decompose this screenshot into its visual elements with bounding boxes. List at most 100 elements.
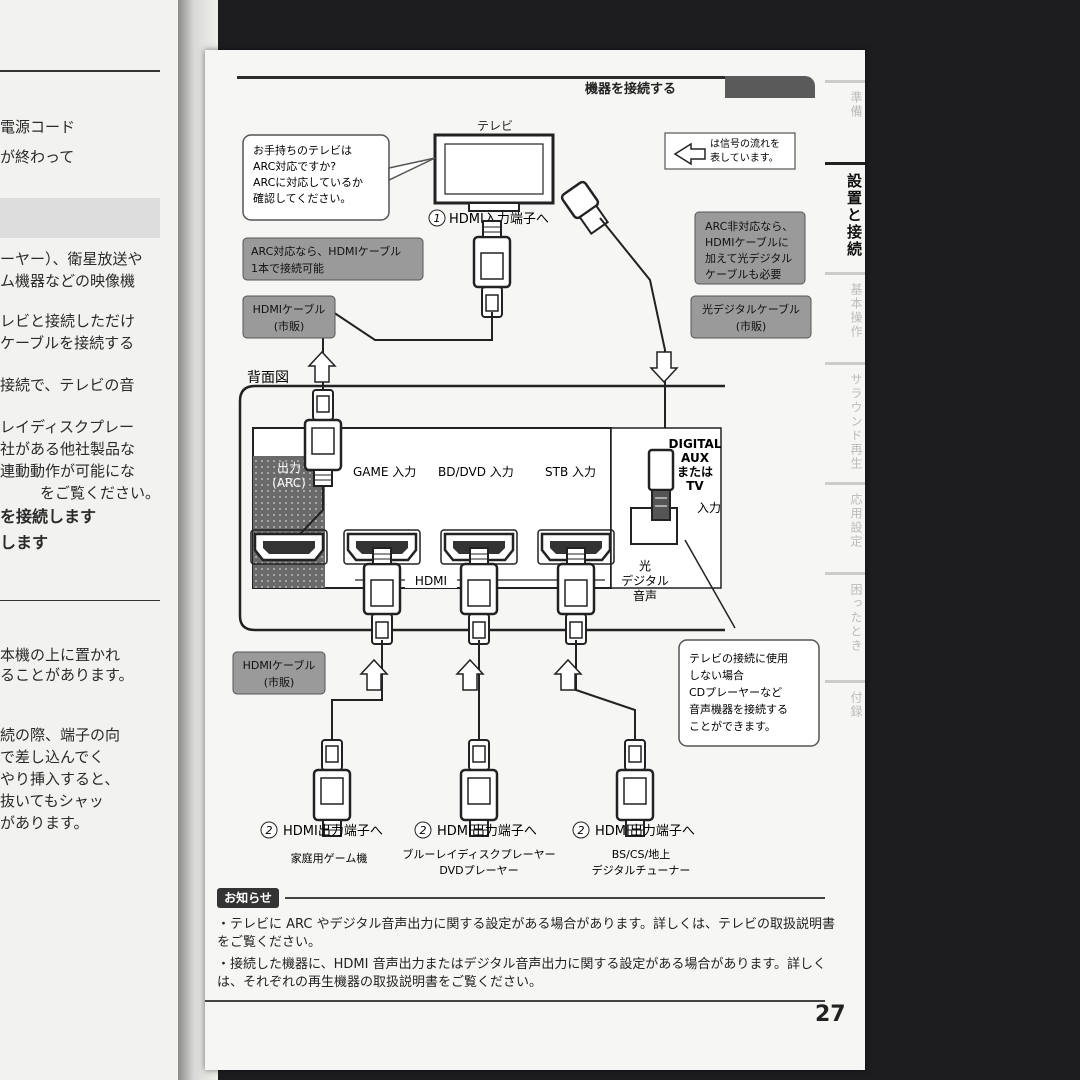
- left-heading: します: [0, 533, 49, 552]
- left-line: ることがあります。: [0, 666, 134, 684]
- left-line: 続の際、端子の向: [0, 726, 121, 744]
- side-tab-basic: 基本操作: [825, 272, 865, 362]
- left-rule-top: [0, 70, 160, 72]
- svg-text:光デジタルケーブル: 光デジタルケーブル: [702, 302, 800, 316]
- step2-label-2: HDMI出力端子へ: [437, 824, 537, 839]
- left-line: をご覧ください。: [40, 484, 161, 502]
- side-tab-advanced: 応用設定: [825, 482, 865, 572]
- svg-text:ことができます。: ことができます。: [689, 719, 776, 733]
- svg-text:テレビの接続に使用: テレビの接続に使用: [689, 651, 788, 665]
- left-line: やり挿入すると、: [0, 770, 120, 788]
- callout-line: ARCに対応しているか: [253, 175, 363, 189]
- note-item: ・テレビに ARC やデジタル音声出力に関する設定がある場合があります。詳しくは…: [217, 917, 836, 950]
- svg-text:デジタル: デジタル: [621, 573, 669, 588]
- callout-line: ARC対応ですか?: [253, 159, 336, 173]
- svg-text:1本で接続可能: 1本で接続可能: [251, 261, 324, 275]
- rear-view-label: 背面図: [247, 370, 289, 386]
- signal-arrow-icon: [673, 142, 706, 166]
- svg-text:お手持ちのテレビは: お手持ちのテレビは: [253, 143, 352, 157]
- step2-label-1: HDMI出力端子へ: [283, 824, 383, 839]
- svg-text:(ARC): (ARC): [272, 476, 306, 490]
- side-tab-appendix: 付録: [825, 680, 865, 760]
- header-tab: [725, 76, 815, 98]
- svg-text:表しています。: 表しています。: [710, 151, 779, 164]
- svg-text:音声機器を接続する: 音声機器を接続する: [689, 702, 788, 716]
- left-line: レビと接続しただけ: [0, 312, 136, 330]
- input-bddvd-label: BD/DVD 入力: [438, 465, 514, 479]
- svg-text:ARC非対応なら、: ARC非対応なら、: [705, 219, 793, 233]
- cd-note: [678, 639, 820, 747]
- left-line: 接続で、テレビの音: [0, 376, 135, 394]
- left-line: 本機の上に置かれ: [0, 646, 121, 664]
- side-tab-surround: サラウンド再生: [825, 362, 865, 482]
- page-number: 27: [815, 1002, 846, 1027]
- rear-panel: [238, 384, 725, 632]
- tv-label: テレビ: [477, 119, 513, 133]
- notes-rule: [285, 897, 825, 899]
- left-line: で差し込んでく: [0, 748, 105, 766]
- svg-text:TV: TV: [686, 479, 704, 493]
- notes-heading: お知らせ: [217, 888, 279, 908]
- left-line: があります。: [0, 814, 89, 832]
- note-item: ・接続した機器に、HDMI 音声出力またはデジタル音声出力に関する設定がある場合…: [217, 957, 827, 990]
- left-heading: を接続します: [0, 507, 97, 526]
- signal-arrow-icon: [649, 351, 679, 384]
- optical-input-word: 入力: [697, 501, 721, 515]
- left-line: 社がある他社製品な: [0, 440, 136, 458]
- step2-label-3: HDMI出力端子へ: [595, 824, 695, 839]
- left-line: ーヤー）、衛星放送や: [0, 250, 143, 268]
- hdmi-cable-top-label: [242, 295, 336, 339]
- optical-plug-icon: [647, 448, 675, 521]
- device-tuner-2: デジタルチューナー: [592, 863, 691, 877]
- left-gray-band: [0, 198, 160, 238]
- step1-num: 1: [434, 212, 441, 225]
- svg-text:光: 光: [639, 559, 651, 573]
- callout-line: お手持ちのテレビは: [253, 143, 352, 157]
- svg-text:(市販): (市販): [274, 319, 305, 333]
- svg-text:(市販): (市販): [264, 675, 295, 689]
- left-rule-mid: [0, 600, 160, 601]
- hdmi-plug-device1-icon: [312, 738, 352, 838]
- left-line: 抜いてもシャッ: [0, 792, 104, 810]
- device-game: 家庭用ゲーム機: [291, 851, 368, 865]
- svg-text:2: 2: [578, 824, 585, 837]
- signal-arrow-icon: [455, 658, 485, 691]
- header-rule: [237, 76, 777, 79]
- svg-text:(市販): (市販): [736, 319, 767, 333]
- svg-text:確認してください。: 確認してください。: [253, 191, 351, 205]
- bottom-rule: [205, 1000, 825, 1002]
- hdmi-plug-device3-icon: [615, 738, 655, 838]
- svg-text:AUX: AUX: [681, 451, 710, 465]
- side-tab-prep: 準備: [825, 80, 865, 160]
- svg-text:または: または: [677, 465, 713, 479]
- callout-line: 確認してください。: [253, 191, 351, 205]
- left-line: 電源コード: [0, 118, 76, 136]
- svg-text:HDMIケーブル: HDMIケーブル: [253, 302, 326, 316]
- svg-text:加えて光デジタル: 加えて光デジタル: [705, 251, 792, 265]
- svg-text:HDMIケーブルに: HDMIケーブルに: [705, 235, 789, 249]
- connection-diagram: テレビ お手持ちのテレビは ARC対応ですか? ARCに対応しているか 確認して…: [232, 119, 820, 877]
- arc-ng-note: [694, 211, 806, 285]
- device-bd: ブルーレイディスクプレーヤー: [402, 847, 555, 861]
- right-page: 機器を接続する 準備 設置と接続 基本操作 サラウンド再生 応用設定 困ったとき…: [205, 50, 865, 1070]
- optical-cable-label: [690, 295, 812, 339]
- side-tab-trouble: 困ったとき: [825, 572, 865, 680]
- tv-icon: [433, 133, 555, 205]
- page-title: 機器を接続する: [585, 82, 677, 97]
- svg-text:2: 2: [266, 824, 273, 837]
- svg-text:ケーブルも必要: ケーブルも必要: [705, 267, 781, 281]
- hdmi-plug-tv-icon: [472, 219, 512, 319]
- input-stb-label: STB 入力: [545, 465, 596, 479]
- svg-text:音声: 音声: [633, 588, 657, 603]
- device-tuner-1: BS/CS/地上: [612, 848, 670, 861]
- device-dvd: DVDプレーヤー: [439, 864, 518, 877]
- arc-ok-note: [242, 237, 424, 281]
- hdmi-group-label: HDMI: [415, 574, 447, 588]
- svg-text:は信号の流れを: は信号の流れを: [710, 137, 780, 150]
- svg-text:ARC対応なら、HDMIケーブル: ARC対応なら、HDMIケーブル: [251, 244, 401, 258]
- hdmi-plug-device2-icon: [459, 738, 499, 838]
- step1-label: HDMI入力端子へ: [449, 212, 549, 227]
- left-line: レイディスクプレー: [0, 418, 134, 436]
- svg-text:ARC対応ですか?: ARC対応ですか?: [253, 159, 336, 173]
- left-line: ケーブルを接続する: [0, 334, 135, 352]
